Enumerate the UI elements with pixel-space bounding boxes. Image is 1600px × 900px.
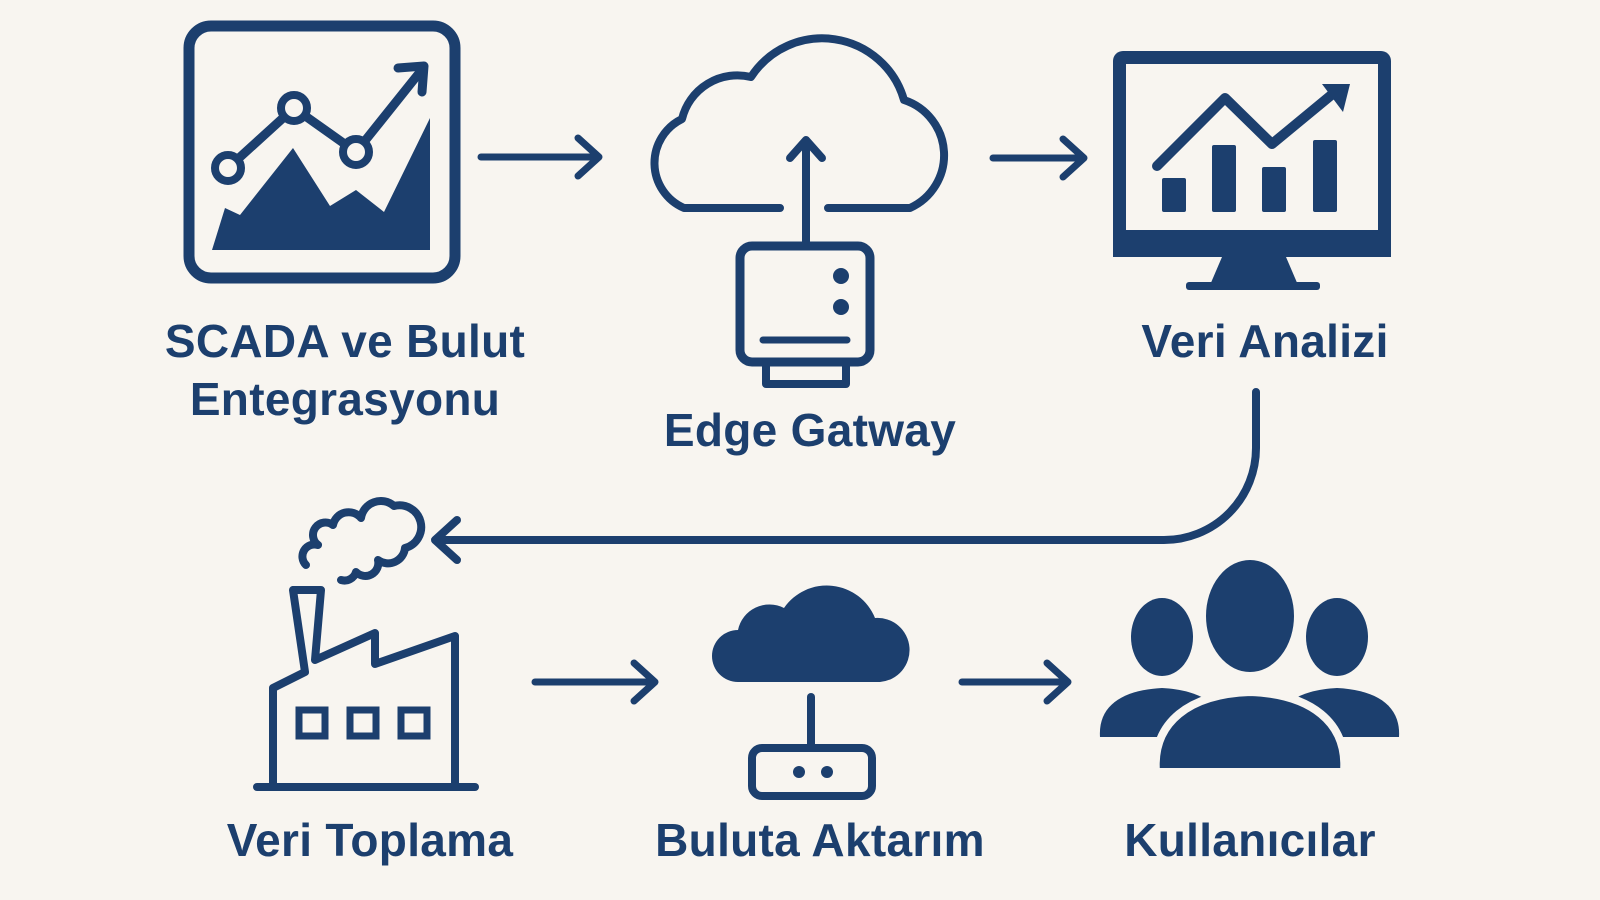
flow-arrow-collect-transfer [531,659,659,705]
data-analysis-label: Veri Analizi [1141,315,1389,367]
data-collection-label: Veri Toplama [226,814,514,866]
flow-arrow-edge-analysis [989,135,1088,181]
cloud-transfer-label: Buluta Aktarım [655,814,985,866]
flow-arrow-analysis-collect [431,388,1260,564]
monitor-chart-icon [1113,51,1391,290]
users-group-icon [1099,552,1400,776]
flow-arrow-scada-edge [477,134,603,180]
cloud-upload-gateway-icon [650,34,948,388]
chart-panel-icon [183,20,461,284]
edge-gateway-label: Edge Gatway [663,404,957,456]
scada-label-line1: SCADA ve Bulut [164,315,526,367]
cloud-router-icon [712,585,910,800]
factory-icon [253,497,479,791]
users-label: Kullanıcılar [1124,814,1376,866]
scada-label-line2: Entegrasyonu [189,373,501,425]
flow-arrow-transfer-users [958,659,1072,705]
